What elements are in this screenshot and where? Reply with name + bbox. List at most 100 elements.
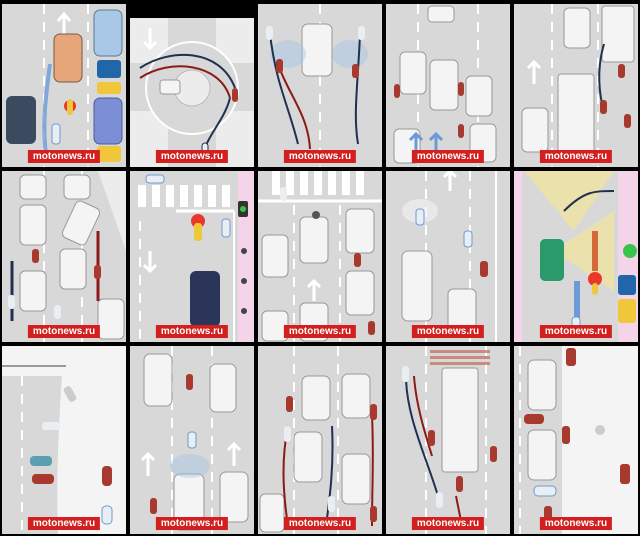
motorcycle-icon xyxy=(600,100,607,114)
tile-roundabout: motonews.ru xyxy=(130,18,254,167)
filtering-scene xyxy=(258,346,382,534)
truck-icon xyxy=(601,5,635,63)
car-icon xyxy=(465,75,493,117)
motorcycle-icon xyxy=(276,59,283,73)
watermark: motonews.ru xyxy=(411,150,485,163)
motorcycle-icon xyxy=(30,456,52,466)
motorcycle-icon xyxy=(394,84,400,98)
car-icon xyxy=(173,473,205,531)
motorcycle-icon xyxy=(221,218,231,238)
motorcycle-icon xyxy=(286,396,293,412)
motorcycle-icon xyxy=(618,64,625,78)
car-icon xyxy=(299,216,329,264)
motorcycle-icon xyxy=(32,249,39,263)
motorcycle-icon xyxy=(101,505,113,525)
tile-headlight-junction: motonews.ru xyxy=(514,171,638,342)
watermark: motonews.ru xyxy=(539,150,613,163)
car-icon xyxy=(521,107,549,153)
open-road-scene xyxy=(386,171,510,342)
path-icon xyxy=(139,65,231,99)
motorcycle-icon xyxy=(524,414,544,424)
arrow-icon xyxy=(56,11,72,34)
car-icon xyxy=(97,60,121,78)
path-icon xyxy=(269,33,299,145)
watermark: motonews.ru xyxy=(539,517,613,530)
two-riders-scene xyxy=(258,4,382,167)
passing-truck-scene xyxy=(514,4,638,167)
tile-merging: motonews.ru xyxy=(2,171,126,342)
motorcycle-icon xyxy=(562,426,570,444)
motorcycle-icon xyxy=(620,464,630,484)
blind-spot-scene xyxy=(130,346,254,534)
path-icon xyxy=(405,375,439,497)
watermark: motonews.ru xyxy=(27,150,101,163)
car-icon xyxy=(563,7,591,49)
motorcycle-icon xyxy=(187,431,197,449)
arrow-icon xyxy=(442,171,458,191)
parking-lane-scene xyxy=(386,4,510,167)
car-icon xyxy=(345,208,375,254)
motorcycle-icon xyxy=(456,476,463,492)
car-icon xyxy=(19,204,47,246)
motorcycle-icon xyxy=(64,99,76,115)
door-zone-scene xyxy=(514,346,638,534)
motorcycle-icon xyxy=(232,88,238,102)
path-icon xyxy=(277,63,311,150)
car-icon xyxy=(293,431,323,483)
motorcycle-icon xyxy=(358,26,365,40)
motorcycle-icon xyxy=(588,272,602,295)
truck-icon xyxy=(441,367,479,473)
tile-door-zone: motonews.ru xyxy=(514,346,638,534)
motorcycle-icon xyxy=(150,498,157,514)
watermark: motonews.ru xyxy=(411,325,485,338)
car-icon xyxy=(345,270,375,316)
intersection-queue-scene xyxy=(258,171,382,342)
car-icon xyxy=(97,82,121,94)
motorcycle-icon xyxy=(328,496,335,512)
car-icon xyxy=(19,174,47,200)
motorcycle-icon xyxy=(463,230,473,248)
motorcycle-icon xyxy=(415,208,425,226)
motorcycle-icon xyxy=(458,82,464,96)
watermark: motonews.ru xyxy=(283,325,357,338)
car-icon xyxy=(63,174,91,200)
headlight-cone-icon xyxy=(554,211,614,291)
car-icon xyxy=(399,51,427,95)
path-icon xyxy=(42,63,52,155)
motorcycle-icon xyxy=(533,485,557,497)
motorcycle-icon xyxy=(480,261,488,277)
tile-curve: motonews.ru xyxy=(2,346,126,534)
watermark: motonews.ru xyxy=(411,517,485,530)
watermark: motonews.ru xyxy=(283,150,357,163)
motorcycle-icon xyxy=(402,366,409,382)
motorcycle-icon xyxy=(368,321,375,335)
motorcycle-icon xyxy=(42,422,60,430)
lane-splitting-scene xyxy=(2,4,126,167)
motorcycle-icon xyxy=(54,305,61,319)
tile-open-road: motonews.ru xyxy=(386,171,510,342)
car-icon xyxy=(97,146,121,162)
watermark: motonews.ru xyxy=(27,517,101,530)
tile-filtering: motonews.ru xyxy=(258,346,382,534)
motorcycle-icon xyxy=(51,123,61,145)
watermark: motonews.ru xyxy=(155,150,229,163)
tile-crosswalk-light: motonews.ru xyxy=(130,171,254,342)
car-icon xyxy=(301,23,333,77)
motorcycle-icon xyxy=(191,214,205,241)
roundabout-scene xyxy=(130,18,254,167)
car-icon xyxy=(190,271,220,327)
car-icon xyxy=(261,234,289,278)
motorcycle-icon xyxy=(8,295,15,309)
motorcycle-icon xyxy=(145,174,165,184)
car-icon xyxy=(527,429,557,481)
car-icon xyxy=(53,33,83,83)
motorcycle-icon xyxy=(280,187,287,201)
car-icon xyxy=(93,97,123,145)
tile-lane-splitting: motonews.ru xyxy=(2,4,126,167)
curve-scene xyxy=(2,346,126,534)
motorcycle-icon xyxy=(428,430,435,446)
car-icon xyxy=(429,59,459,111)
motorcycle-icon xyxy=(94,265,101,279)
path-icon xyxy=(139,53,236,89)
headlight-cone-icon xyxy=(524,171,614,231)
